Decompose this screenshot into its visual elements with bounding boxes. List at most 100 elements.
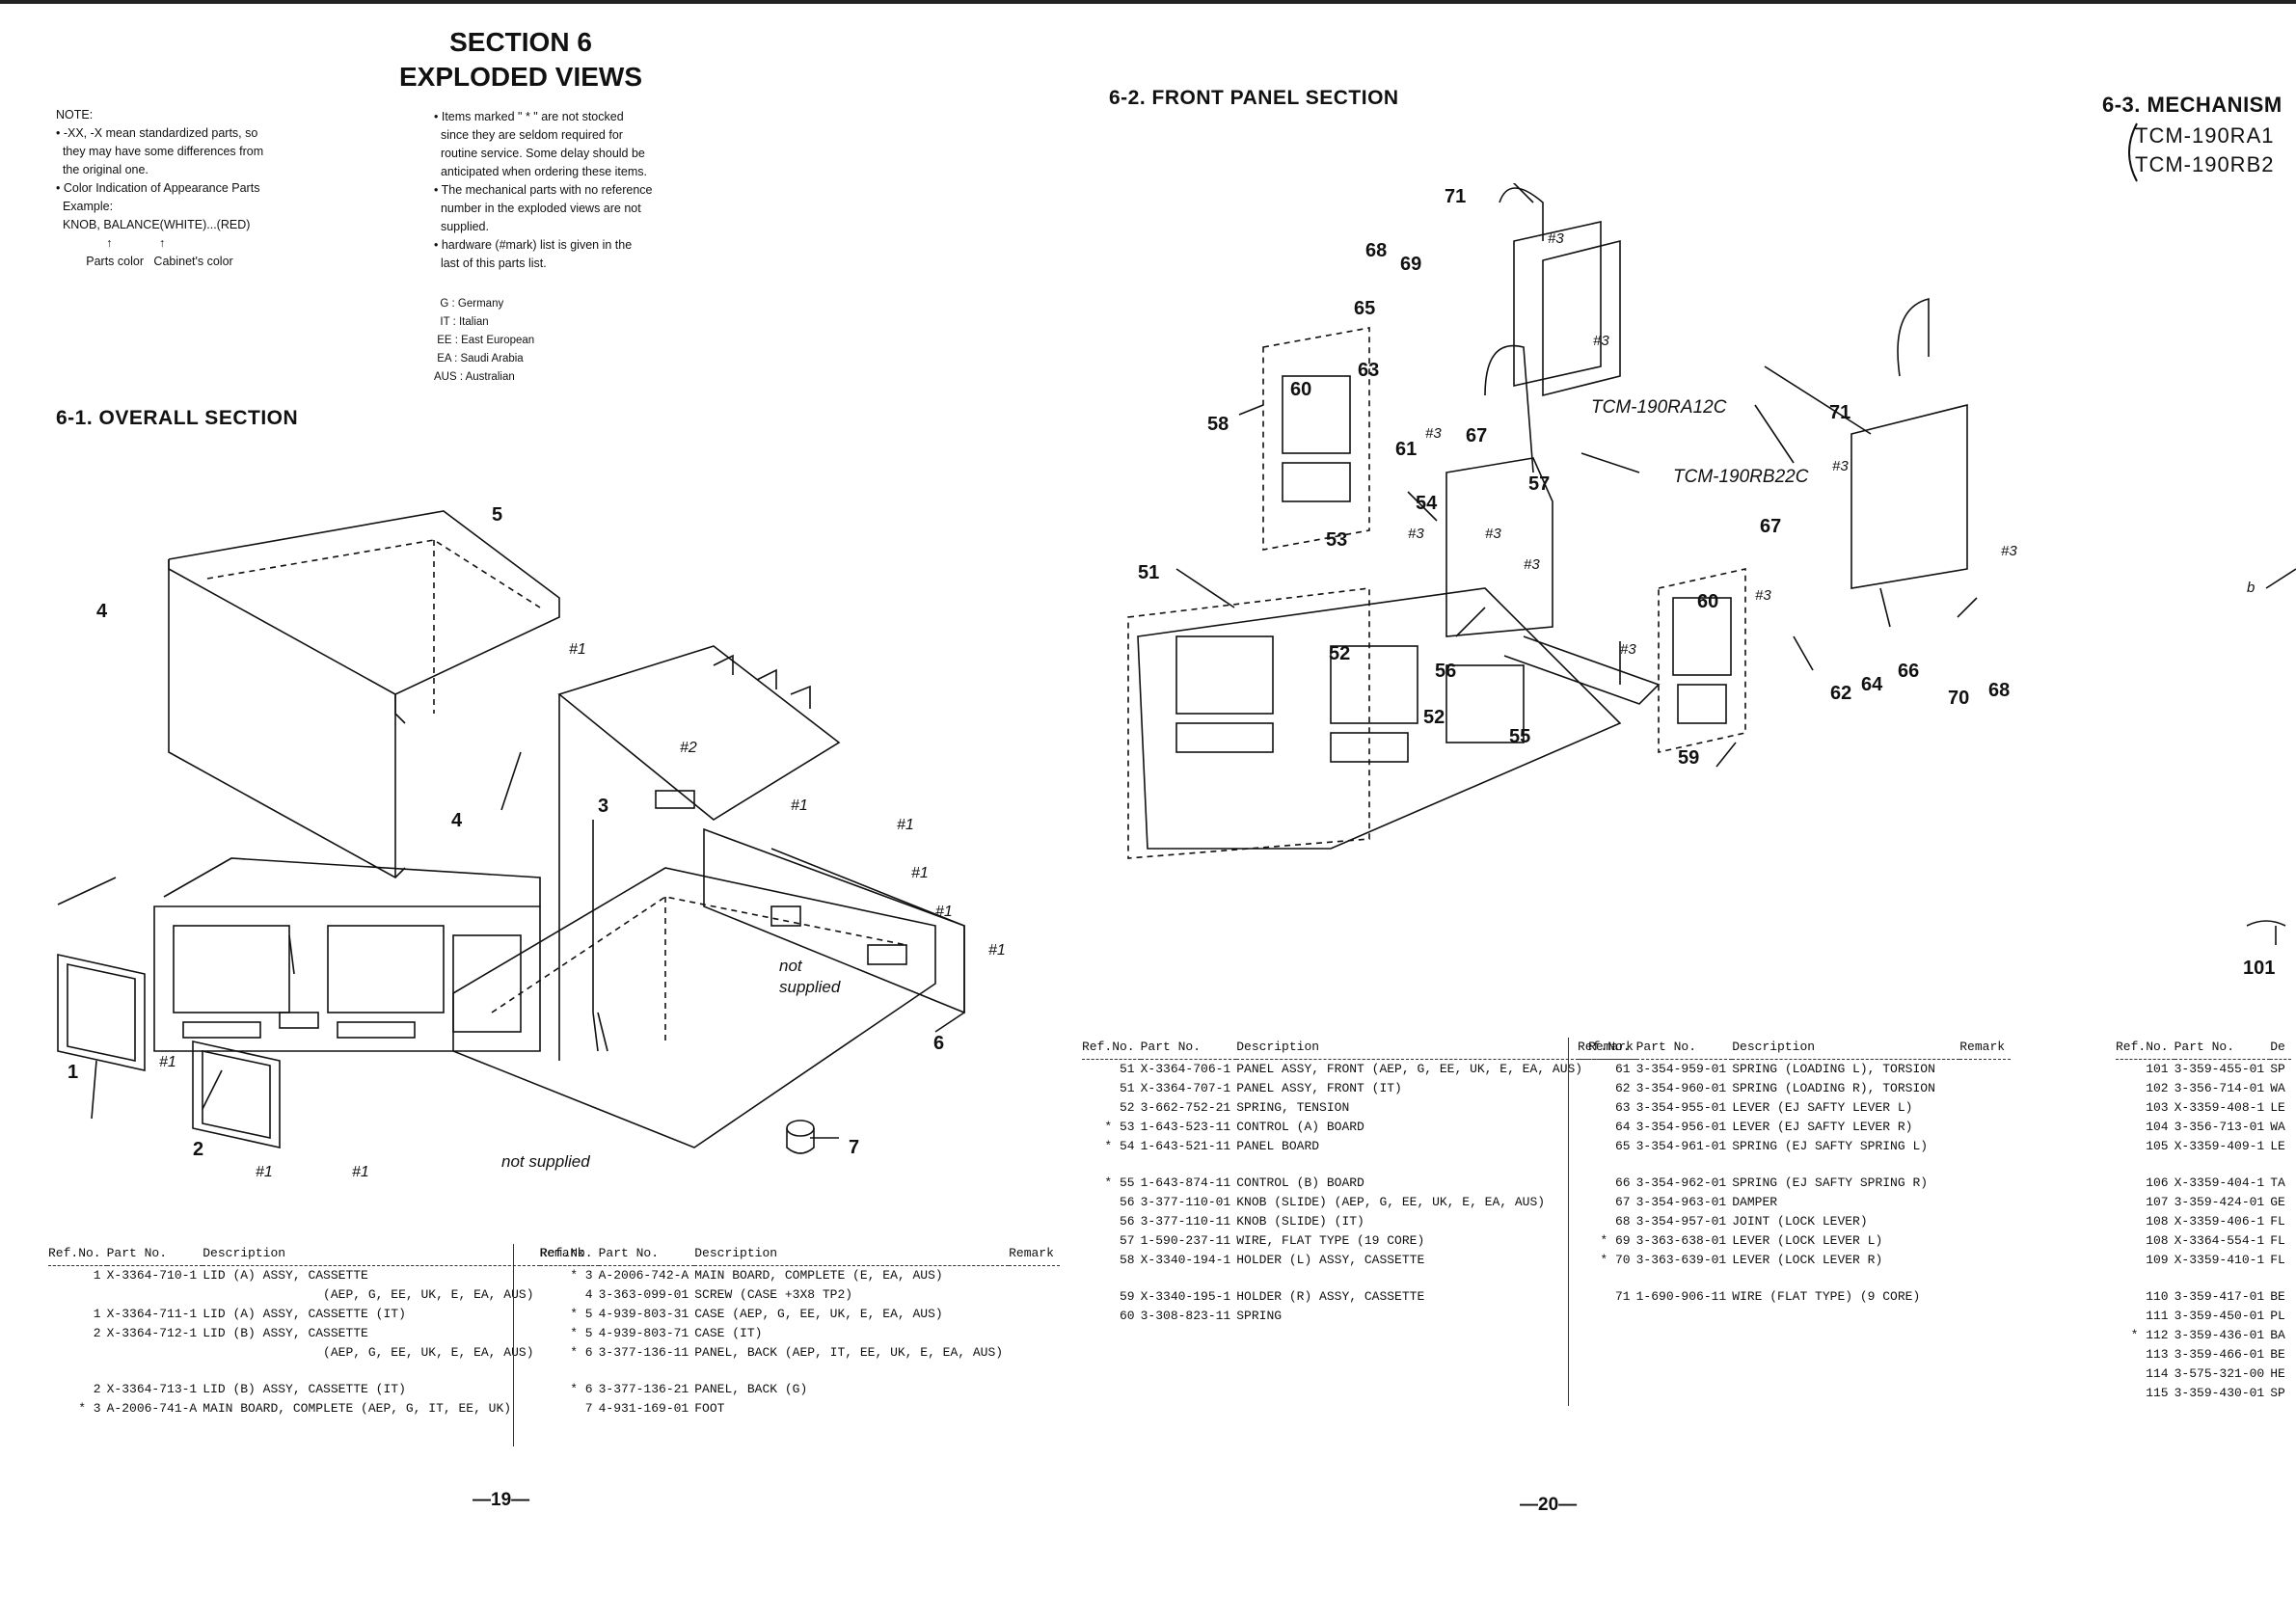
cell-desc: CONTROL (B) BOARD [1236,1175,1364,1190]
th-part: Part No. [1140,1040,1202,1054]
cell-desc [2270,1270,2291,1287]
note-line: ↑ ↑ [56,236,166,250]
cell-part: 3-359-424-01 [2174,1195,2265,1209]
hardware-label-1c: #1 [897,817,914,833]
cell-ref: 113 [2146,1347,2169,1362]
cell-ref: 104 [2146,1120,2169,1134]
cell-desc: MAIN BOARD, COMPLETE (E, EA, AUS) [694,1268,943,1283]
note-line: G : Germany [434,298,504,310]
cell-desc: SPRING (EJ SAFTY SPRING L) [1732,1139,1929,1153]
cell-desc: LE [2270,1139,2285,1153]
cell-part: 3-377-136-21 [598,1382,689,1396]
hardware-label-3f: #3 [1524,556,1540,573]
th-part: Part No. [2174,1040,2235,1054]
hardware-label-1g: #1 [159,1054,176,1070]
cell-ref: * 54 [1104,1139,1135,1153]
th-desc: De [2270,1040,2285,1054]
note-line: EA : Saudi Arabia [434,353,524,365]
cell-part [1141,1270,1237,1287]
cell-part: X-3364-707-1 [1140,1081,1231,1095]
cell-ref [2116,1156,2174,1174]
callout-59: 59 [1678,747,1699,769]
cell-desc [1236,1270,1588,1287]
callout-7: 7 [849,1137,859,1158]
hardware-label-3i: #3 [1755,587,1771,604]
callout-54: 54 [1416,493,1438,514]
cell-ref: 2 [93,1326,101,1340]
note-line: • The mechanical parts with no reference [434,183,653,197]
th-ref: Ref.No. [48,1246,101,1260]
hardware-label-3d: #3 [1408,526,1424,542]
cell-ref: 111 [2146,1309,2169,1323]
cell-ref: 1 [93,1268,101,1283]
cell-part: X-3364-710-1 [106,1268,198,1283]
table-row [540,1363,1060,1380]
cell-part: X-3364-711-1 [106,1307,198,1321]
cell-part [107,1363,203,1380]
callout-4a: 4 [96,601,108,622]
cell-desc [2270,1156,2291,1174]
cell-part: 1-690-906-11 [1635,1289,1727,1304]
cell-part: 3-354-963-01 [1635,1195,1727,1209]
cell-part: 3-354-956-01 [1635,1120,1727,1134]
cell-desc [1732,1156,1959,1174]
table-row [48,1363,590,1380]
cell-ref: * 55 [1104,1175,1135,1190]
cell-ref: 56 [1120,1214,1135,1229]
th-remark: Remark [1588,1040,1634,1054]
th-part: Part No. [598,1246,660,1260]
cell-part: 3-356-713-01 [2174,1120,2265,1134]
cell-part: 3-308-823-11 [1140,1309,1231,1323]
cell-part: 1-590-237-11 [1140,1233,1231,1248]
hardware-label-1h: #1 [256,1164,273,1180]
cell-ref: 4 [584,1287,593,1302]
cell-ref [2116,1270,2174,1287]
region-legend: G : Germany IT : Italian EE : East Europ… [434,295,534,387]
cell-part: X-3364-712-1 [106,1326,198,1340]
th-remark: Remark [1959,1040,2006,1054]
cell-ref: 66 [1615,1175,1631,1190]
cell-desc: PANEL ASSY, FRONT (AEP, G, EE, UK, E, EA… [1236,1062,1583,1076]
callout-1: 1 [68,1062,78,1083]
cell-part: X-3364-713-1 [106,1382,198,1396]
note-line: anticipated when ordering these items. [434,165,647,178]
cell-part: 4-939-803-31 [598,1307,689,1321]
cell-desc: LID (B) ASSY, CASSETTE (IT) [203,1382,406,1396]
cell-desc: LID (A) ASSY, CASSETTE (AEP, G, EE, UK, … [203,1268,534,1302]
note-line: • Items marked " * " are not stocked [434,110,624,123]
cell-desc: SPRING (EJ SAFTY SPRING R) [1732,1175,1929,1190]
cell-part: X-3359-409-1 [2174,1139,2265,1153]
cell-desc: GE [2270,1195,2285,1209]
cell-ref: 67 [1615,1195,1631,1209]
callout-62: 62 [1830,683,1851,704]
cell-part: A-2006-742-A [598,1268,689,1283]
cell-ref: * 112 [2130,1328,2169,1342]
cell-ref: 63 [1615,1100,1631,1115]
note-line: Example: [56,200,114,213]
note-line: Parts color Cabinet's color [56,255,233,268]
cell-desc: LEVER (LOCK LEVER L) [1732,1233,1883,1248]
hardware-label-3e: #3 [1485,526,1501,542]
cell-part: X-3359-406-1 [2174,1214,2265,1229]
cell-part: 3-359-417-01 [2174,1289,2265,1304]
